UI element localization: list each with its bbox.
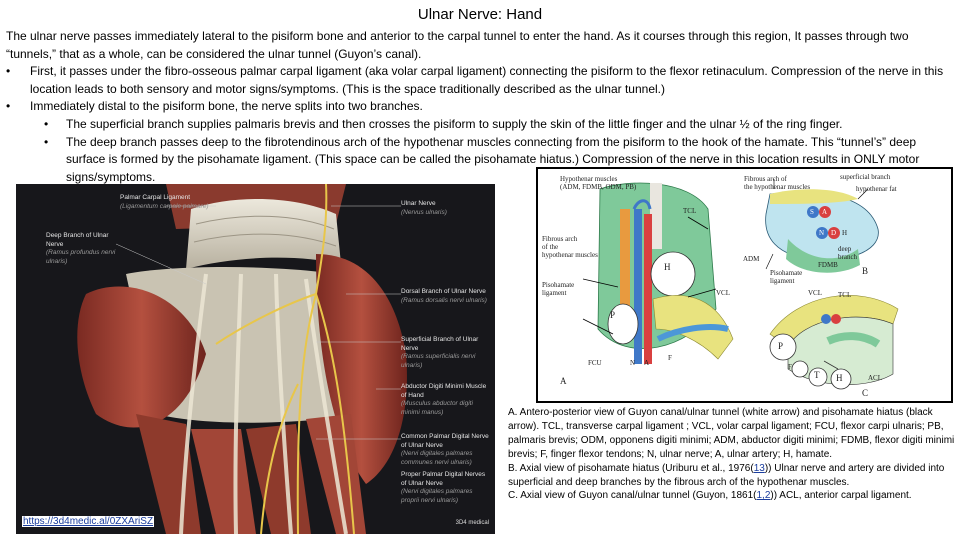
label-d-b: D — [831, 229, 837, 237]
label-panel-c: C — [862, 388, 869, 398]
bullet-dot: • — [6, 99, 11, 114]
label-deep-branch: deep branch — [838, 245, 858, 261]
bullet-dot: • — [44, 134, 49, 149]
label-p-c: P — [778, 341, 784, 351]
label-h-b: H — [842, 229, 848, 237]
label-superficial-branch-ulnar-nerve: Superficial Branch of Ulnar Nerve(Ramus … — [401, 336, 479, 369]
label-pisohamate-ligament-b: Pisohamate ligament — [770, 269, 803, 285]
guyon-canal-illustration — [582, 179, 899, 390]
sub-bullet-text: The deep branch passes deep to the fibro… — [66, 134, 920, 184]
label-s-b: S — [810, 208, 814, 216]
label-proper-palmar-digital-nerves: Proper Palmar Digital Nerves of Ulnar Ne… — [401, 471, 486, 504]
label-vcl-a: VCL — [716, 289, 730, 297]
label-h-a: H — [664, 262, 671, 272]
label-fibrous-arch-a: Fibrous arch of the hypothenar muscles — [542, 235, 598, 259]
bullet-text: Immediately distal to the pisiform bone,… — [30, 99, 423, 114]
bullet-nerve-split: • Immediately distal to the pisiform bone… — [6, 98, 952, 116]
label-tcl-c: TCL — [838, 291, 852, 299]
guyon-canal-diagram: Hypothenar muscles (ADM, FDMB, ODM, PB) … — [536, 167, 953, 403]
label-n-a: N — [630, 359, 636, 367]
slide-title: Ulnar Nerve: Hand — [417, 6, 543, 23]
label-vcl-c: VCL — [808, 289, 822, 297]
label-p-a: P — [610, 310, 616, 320]
label-t-c: T — [814, 370, 820, 380]
label-fibrous-arch-b: Fibrous arch of the hypothenar muscles — [744, 175, 811, 191]
bullet-text: First, it passes under the fibro-osseous… — [30, 64, 944, 96]
sub-bullet-superficial-branch: • The superficial branch supplies palmari… — [6, 116, 952, 134]
bullet-dot: • — [6, 64, 11, 79]
caption-a: A. Antero-posterior view of Guyon canal/… — [508, 407, 955, 460]
label-fcu: FCU — [588, 359, 602, 367]
diagram-caption: A. Antero-posterior view of Guyon canal/… — [508, 406, 956, 503]
sub-bullet-deep-branch: • The deep branch passes deep to the fibr… — [6, 134, 952, 187]
label-n-b: N — [819, 229, 825, 237]
label-panel-b: B — [862, 266, 869, 276]
caption-b: B. Axial view of pisohamate hiatus (Urib… — [508, 462, 945, 488]
label-f-a: F — [668, 354, 672, 362]
label-a-b: A — [822, 208, 828, 216]
label-a-a: A — [644, 359, 650, 367]
label-h-c: H — [836, 373, 843, 383]
label-f-c: F — [788, 363, 792, 371]
reference-link[interactable]: 13 — [753, 462, 765, 474]
body-text: The ulnar nerve passes immediately later… — [6, 28, 952, 186]
bullet-dot: • — [44, 116, 49, 131]
label-superficial-branch: superficial branch — [840, 173, 891, 181]
3d4medical-logo: 3D4 medical — [455, 520, 489, 526]
label-panel-a: A — [560, 376, 567, 386]
label-dorsal-branch-ulnar-nerve: Dorsal Branch of Ulnar Nerve(Ramus dorsa… — [401, 288, 487, 304]
label-fdmb: FDMB — [818, 261, 838, 269]
3d4medical-link[interactable]: https://3d4medic.al/0ZXAriSZ — [22, 516, 155, 527]
label-deep-branch-ulnar-nerve: Deep Branch of Ulnar Nerve(Ramus profund… — [46, 232, 116, 265]
caption-c: C. Axial view of Guyon canal/ulnar tunne… — [508, 490, 912, 502]
label-tcl-a: TCL — [683, 207, 697, 215]
hand-anatomy-illustration — [77, 184, 407, 534]
label-adm: ADM — [743, 255, 760, 263]
label-hypothenar-fat: hypothenar fat — [856, 185, 897, 193]
label-pisohamate-ligament-a: Pisohamate ligament — [542, 281, 575, 297]
reference-link[interactable]: 1,2 — [756, 490, 771, 502]
hand-anatomy-image: Palmar Carpal Ligament(Ligamentum carpal… — [16, 184, 495, 534]
label-common-palmar-digital-nerve: Common Palmar Digital Nerve of Ulnar Ner… — [401, 433, 489, 466]
sub-bullet-text: The superficial branch supplies palmaris… — [66, 116, 843, 131]
label-hypothenar-muscles: Hypothenar muscles (ADM, FDMB, ODM, PB) — [560, 175, 637, 191]
label-palmar-carpal-ligament: Palmar Carpal Ligament(Ligamentum carpal… — [120, 194, 209, 210]
label-acl: ACL — [868, 374, 882, 382]
label-abductor-digiti-minimi: Abductor Digiti Minimi Muscle of Hand(Mu… — [401, 383, 487, 416]
bullet-palmar-carpal-ligament: • First, it passes under the fibro-osseou… — [6, 63, 952, 98]
label-ulnar-nerve: Ulnar Nerve(Nervus ulnaris) — [401, 200, 447, 216]
intro-paragraph: The ulnar nerve passes immediately later… — [6, 29, 909, 61]
